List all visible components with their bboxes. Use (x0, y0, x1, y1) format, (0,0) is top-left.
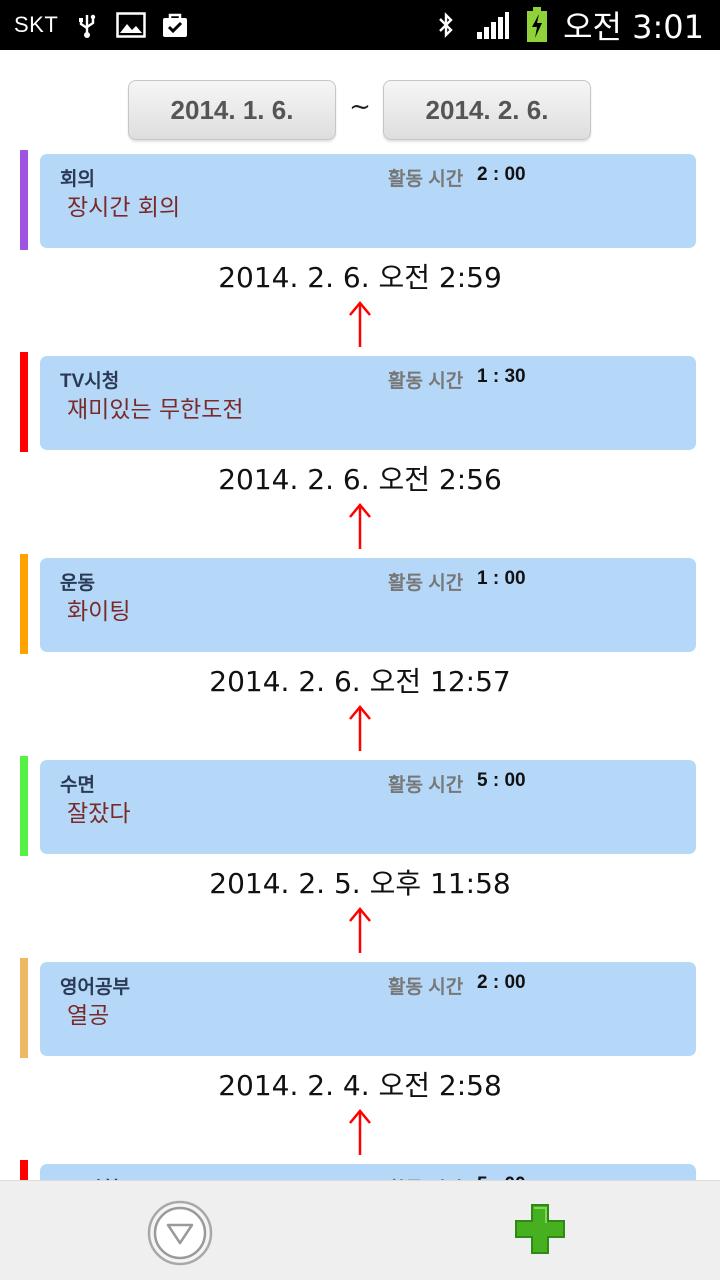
circle-down-triangle-icon (146, 1200, 214, 1271)
activity-card[interactable]: TV시청 활동 시간 1 : 30 재미있는 무한도전 (40, 356, 696, 450)
activity-duration: 2 : 00 (477, 164, 526, 185)
activity-time-label: 활동 시간 (388, 371, 464, 392)
activity-timestamp: 2014. 2. 5. 오후 11:58 (209, 867, 511, 900)
signal-icon (475, 10, 511, 40)
activity-timestamp: 2014. 2. 6. 오전 2:59 (218, 261, 502, 294)
bag-check-icon (160, 10, 190, 40)
category-color-bar (20, 352, 28, 452)
activity-time-label: 활동 시간 (388, 169, 464, 190)
activity-category: TV시청 (60, 371, 120, 392)
battery-charging-icon (525, 7, 549, 42)
end-date-button[interactable]: 2014. 2. 6. (383, 80, 591, 140)
category-color-bar (20, 958, 28, 1058)
activity-time-label: 활동 시간 (388, 573, 464, 594)
up-arrow-icon (348, 1108, 372, 1156)
activity-time-label: 활동 시간 (388, 775, 464, 796)
activity-card[interactable]: 수면 활동 시간 5 : 00 잘잤다 (40, 760, 696, 854)
activity-card[interactable]: 회의 활동 시간 2 : 00 장시간 회의 (40, 154, 696, 248)
activity-category: 수면 (60, 775, 95, 796)
activity-category: 운동 (60, 573, 95, 594)
bottom-bar (0, 1180, 720, 1280)
up-arrow-icon (348, 502, 372, 550)
carrier-label: SKT (14, 12, 59, 37)
status-bar: SKT 오전 3:01 (0, 0, 720, 50)
up-arrow-icon (348, 906, 372, 954)
activity-memo: 화이팅 (67, 599, 131, 625)
activity-timestamp: 2014. 2. 6. 오전 12:57 (209, 665, 511, 698)
activity-timestamp: 2014. 2. 4. 오전 2:58 (218, 1069, 502, 1102)
activity-time-label: 활동 시간 (388, 977, 464, 998)
activity-memo: 장시간 회의 (67, 195, 181, 221)
category-color-bar (20, 150, 28, 250)
up-arrow-icon (348, 300, 372, 348)
activity-duration: 5 : 00 (477, 770, 526, 791)
date-range-separator: ~ (349, 92, 371, 122)
category-color-bar (20, 554, 28, 654)
activity-card[interactable]: 운동 활동 시간 1 : 00 화이팅 (40, 558, 696, 652)
filter-button[interactable] (146, 1199, 214, 1267)
start-date-button[interactable]: 2014. 1. 6. (128, 80, 336, 140)
activity-duration: 1 : 30 (477, 366, 526, 387)
activity-category: 회의 (60, 169, 95, 190)
activity-card[interactable]: 영어공부 활동 시간 2 : 00 열공 (40, 962, 696, 1056)
activity-memo: 재미있는 무한도전 (67, 397, 244, 423)
bluetooth-icon (431, 10, 461, 40)
activity-memo: 잘잤다 (67, 801, 131, 827)
activity-category: 영어공부 (60, 977, 130, 998)
clock: 오전 3:01 (563, 8, 704, 46)
category-color-bar (20, 756, 28, 856)
activity-timestamp: 2014. 2. 6. 오전 2:56 (218, 463, 502, 496)
activity-duration: 1 : 00 (477, 568, 526, 589)
usb-icon (72, 10, 102, 40)
up-arrow-icon (348, 704, 372, 752)
add-entry-button[interactable] (512, 1201, 568, 1257)
plus-icon (512, 1204, 568, 1261)
activity-duration: 2 : 00 (477, 972, 526, 993)
activity-memo: 열공 (67, 1003, 110, 1029)
image-icon (116, 10, 147, 40)
